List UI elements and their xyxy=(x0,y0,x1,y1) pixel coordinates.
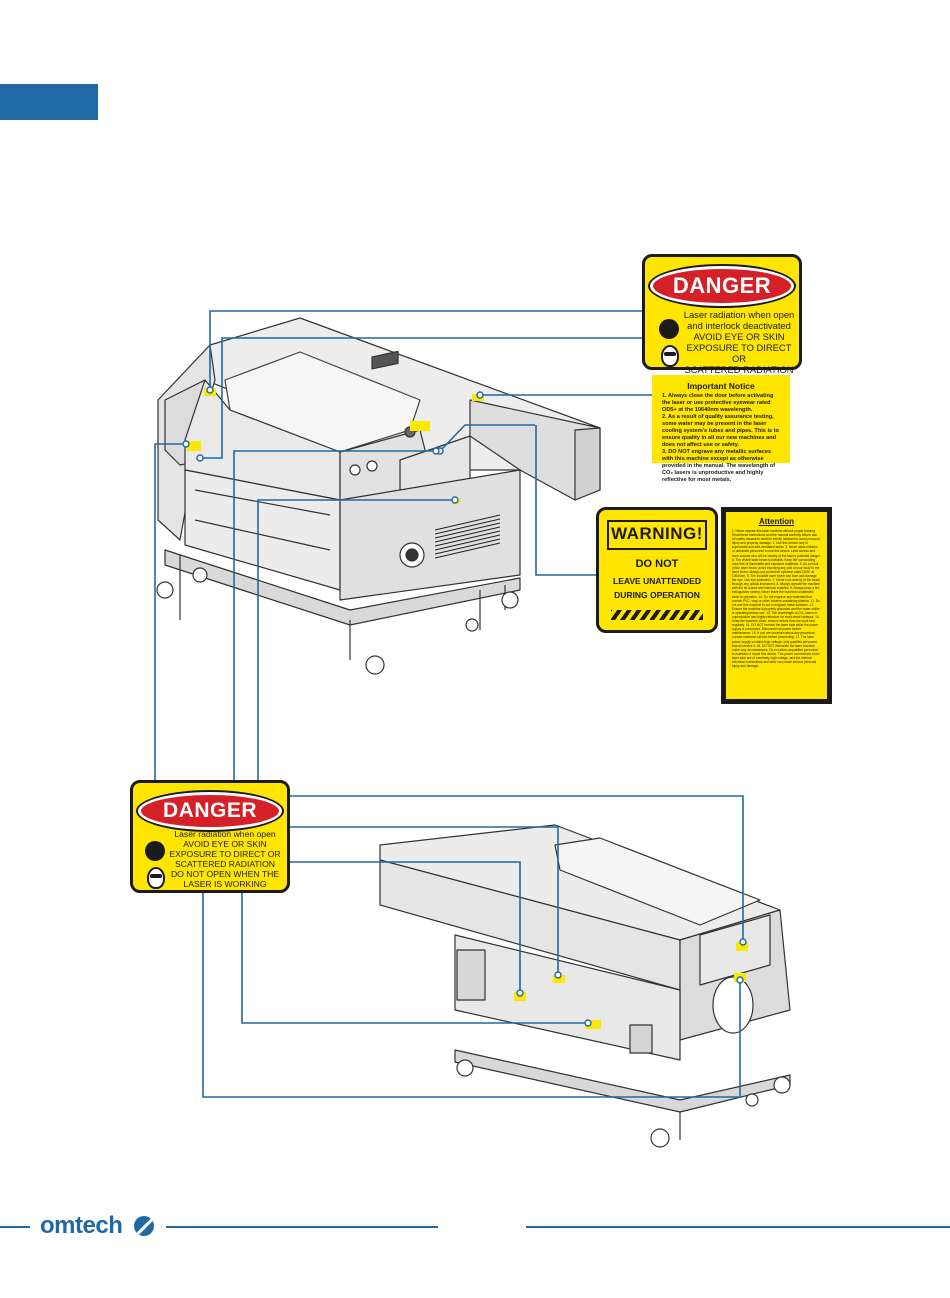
warning-title: WARNING! xyxy=(607,520,707,550)
danger-title: DANGER xyxy=(138,792,282,830)
notice-item: 1. Always close the door before activati… xyxy=(662,393,774,413)
machine-rear-view xyxy=(379,824,791,1148)
danger-top-text: Laser radiation when open and interlock … xyxy=(683,309,795,375)
warning-line-2: LEAVE UNATTENDED xyxy=(613,576,701,586)
warning-label: WARNING! DO NOT LEAVE UNATTENDED DURING … xyxy=(596,507,718,633)
brand-logo-text: omtech xyxy=(40,1212,123,1239)
section-tab xyxy=(0,84,98,120)
danger-label-top: DANGER Laser radiation when open and int… xyxy=(642,254,802,375)
attention-label: Attention 1. Never operate this laser ma… xyxy=(721,507,832,704)
danger-label-bottom: DANGER Laser radiation when open AVOID E… xyxy=(130,780,290,893)
footer-rule-middle xyxy=(166,1226,438,1228)
laser-starburst-icon xyxy=(140,836,170,866)
footer-rule-right xyxy=(526,1226,950,1228)
notice-item: 3. DO NOT engrave any metallic surfaces … xyxy=(662,449,776,483)
important-notice-title: Important Notice xyxy=(687,381,755,391)
protective-eyewear-icon xyxy=(147,867,165,889)
warning-line-3: DURING OPERATION xyxy=(614,590,700,600)
attention-body: 1. Never operate this laser machine with… xyxy=(732,529,821,669)
laser-starburst-icon xyxy=(654,314,684,344)
warning-do-not: DO NOT xyxy=(635,558,679,570)
important-notice-label: Important Notice 1. Always close the doo… xyxy=(652,375,790,483)
danger-title: DANGER xyxy=(650,266,794,306)
notice-item: 2. As a result of quality assurance test… xyxy=(662,414,779,448)
hazard-stripes xyxy=(611,610,703,620)
attention-title: Attention xyxy=(758,517,795,526)
leader-dots xyxy=(182,386,747,1027)
leader-lines xyxy=(154,310,744,1098)
protective-eyewear-icon xyxy=(661,345,679,367)
machine-front-view xyxy=(156,317,601,675)
danger-bottom-text: Laser radiation when open AVOID EYE OR S… xyxy=(169,829,281,889)
brand-logo-icon xyxy=(134,1216,154,1236)
footer-rule-left xyxy=(0,1226,30,1228)
